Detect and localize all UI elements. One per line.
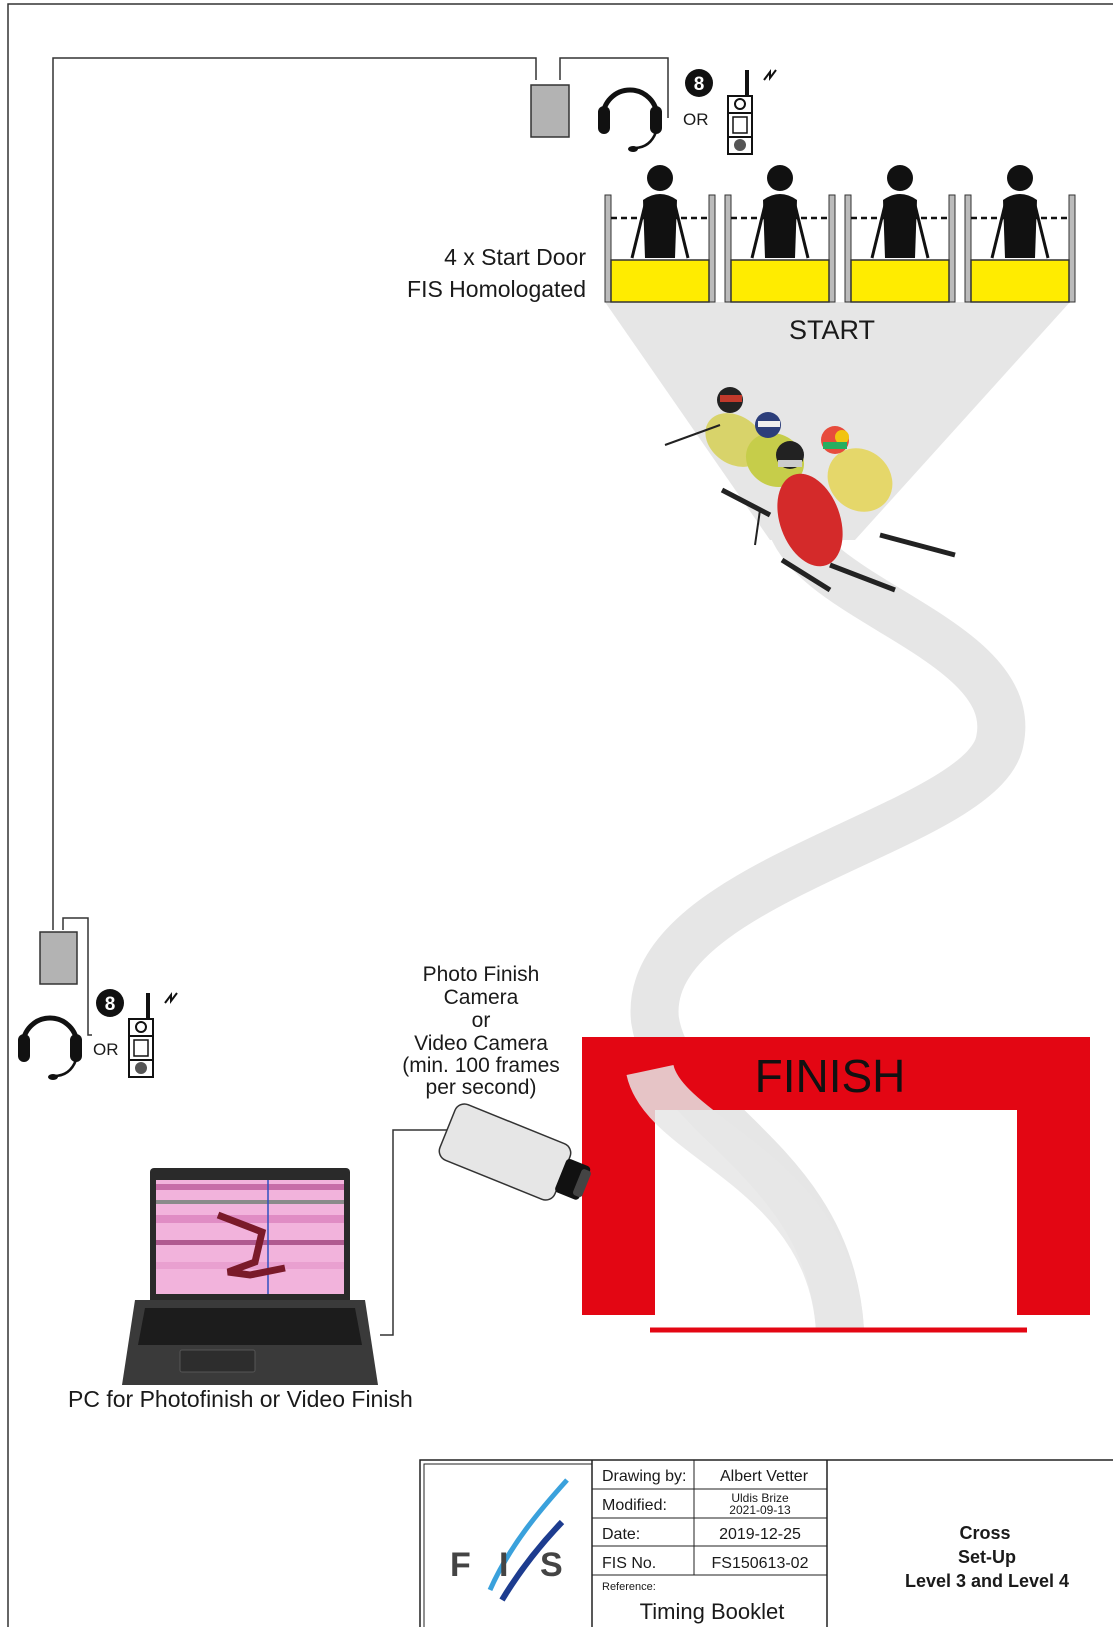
date-value: 2019-12-25 [719,1526,801,1543]
svg-text:F: F [450,1546,471,1584]
start-label: START [789,315,875,345]
camera-label: Photo Finish Camera or Video Camera (min… [402,963,560,1099]
laptop-icon [122,1168,378,1385]
start-gates [605,165,1075,302]
svg-text:(min. 100 frames: (min. 100 frames [402,1054,560,1077]
start-gate-2 [725,165,835,302]
svg-text:8: 8 [694,74,705,95]
svg-text:Camera: Camera [444,986,519,1009]
drawing-by-label: Drawing by: [602,1468,686,1485]
start-gate-3 [845,165,955,302]
finish-intercom-box [40,932,77,984]
cable-camera-pc [380,1130,450,1335]
radio-icon [129,993,177,1077]
start-intercom-box [531,85,569,137]
reference-value: Timing Booklet [640,1599,785,1624]
svg-text:8: 8 [105,994,116,1015]
svg-text:S: S [540,1546,563,1584]
or-label-top: OR [683,110,709,129]
or-label-bottom: OR [93,1040,119,1059]
course-track [655,520,1002,1330]
finish-label: FINISH [755,1050,906,1102]
svg-text:I: I [499,1546,508,1584]
reference-label: Reference: [602,1581,656,1593]
svg-text:per second): per second) [426,1076,537,1099]
title-line-1: Cross [959,1523,1010,1543]
drawing-by-value: Albert Vetter [720,1468,809,1485]
start-gate-1 [605,165,715,302]
title-line-2: Set-Up [958,1547,1016,1567]
fis-no-value: FS150613-02 [712,1555,809,1572]
modified-date: 2021-09-13 [729,1503,791,1517]
start-door-label-2: FIS Homologated [407,276,586,302]
pc-label: PC for Photofinish or Video Finish [68,1386,413,1412]
start-door-label-1: 4 x Start Door [444,244,586,270]
radio-icon [728,70,776,154]
title-line-3: Level 3 and Level 4 [905,1571,1069,1591]
svg-text:Photo Finish: Photo Finish [423,963,540,986]
cable-start-finish [53,58,536,930]
headset-icon [598,90,662,152]
camera-icon [436,1101,598,1213]
modified-label: Modified: [602,1497,667,1514]
channel-8-icon: 8 [96,989,124,1017]
title-block: F I S Drawing by: Albert Vetter Modified… [420,1460,1113,1627]
date-label: Date: [602,1526,640,1543]
start-gate-4 [965,165,1075,302]
channel-8-icon: 8 [685,69,713,97]
svg-text:Video Camera: Video Camera [414,1032,548,1055]
svg-text:or: or [472,1009,491,1032]
headset-icon [18,1018,82,1080]
fis-no-label: FIS No. [602,1555,656,1572]
